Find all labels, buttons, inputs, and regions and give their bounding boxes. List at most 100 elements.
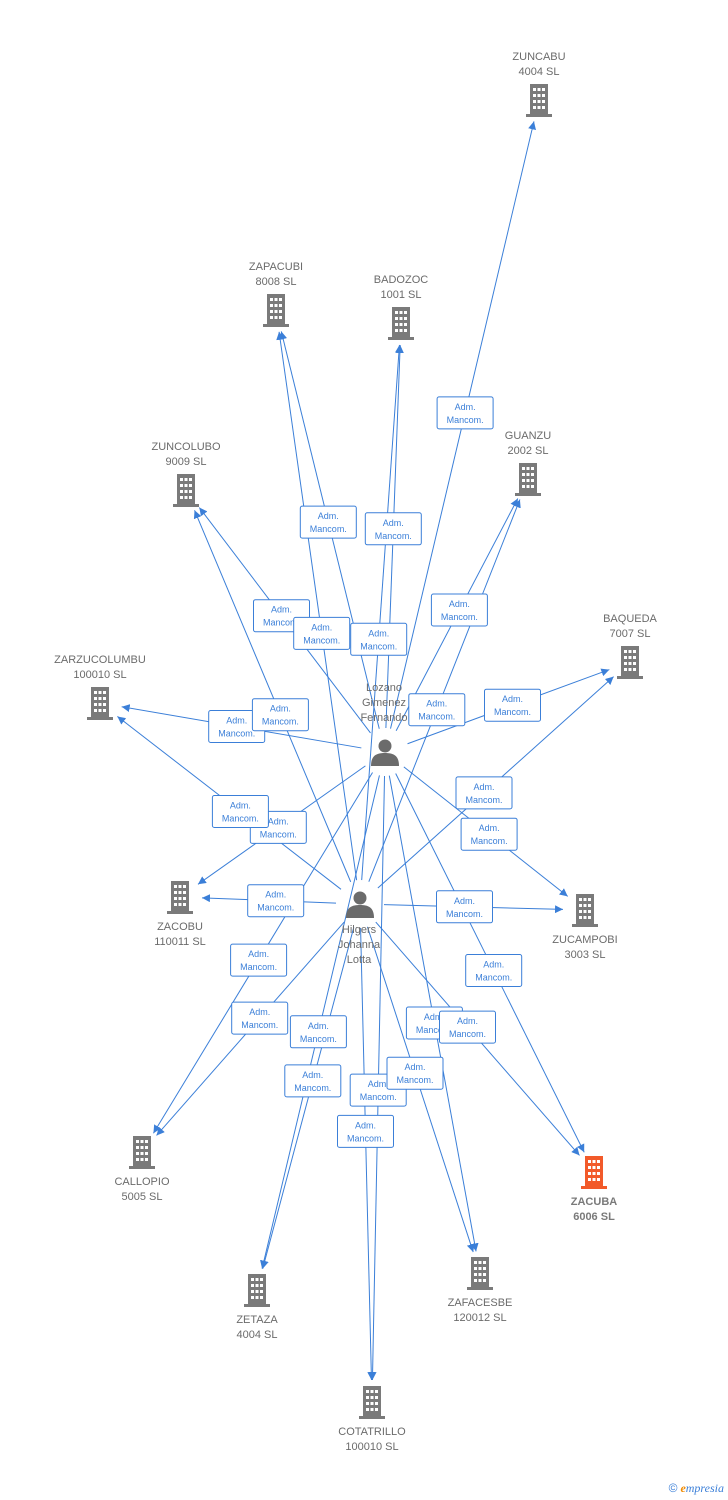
edge-label-hilgers-zuncolubo[interactable]: Adm.Mancom.: [251, 698, 309, 732]
edge-label-hilgers-zucampobi[interactable]: Adm.Mancom.: [436, 890, 493, 924]
edge-label-lozano-zuncabu[interactable]: Adm.Mancom.: [436, 396, 494, 430]
edge-label-line-1: Adm.: [383, 518, 404, 528]
company-label-form: 120012 SL: [453, 1312, 506, 1324]
company-label-name: ZARZUCOLUMBU: [54, 654, 146, 666]
person-label-line-2: Gimenez: [362, 697, 406, 709]
building-icon: [526, 84, 552, 117]
edge-label-hilgers-zarzucolumbu[interactable]: Adm.Mancom.: [211, 795, 269, 828]
edge-label-box: [284, 1064, 342, 1098]
edge-labels-layer: Adm. Mancom. Adm. Mancom. Adm. Mancom. Adm. Man…: [208, 396, 541, 1148]
edge-label-box: [364, 512, 422, 546]
edge-hilgers-to-zuncolubo: [193, 510, 352, 883]
edge-label-line-1: Adm.: [355, 1120, 376, 1130]
edge-label-box: [439, 1010, 496, 1044]
edge-label-line-1: Adm.: [265, 890, 286, 900]
edge-label-line-2: Mancom.: [447, 415, 484, 425]
company-label-name: ZAPACUBI: [249, 261, 303, 273]
edge-label-line-1: Adm.: [311, 622, 332, 632]
edge-label-hilgers-zacobu[interactable]: Adm. Mancom.: [247, 884, 305, 918]
edge-label-hilgers-zafacesbe[interactable]: Adm. Mancom.: [386, 1056, 444, 1090]
edge-label-hilgers-baqueda[interactable]: Adm.Mancom.: [455, 776, 513, 810]
building-icon: [467, 1257, 493, 1290]
edge-label-line-2: Mancom.: [257, 903, 294, 913]
copyright-symbol: ©: [668, 1481, 678, 1495]
building-icon: [173, 474, 199, 507]
company-label-form: 100010 SL: [73, 669, 126, 681]
person-label-line-1: Lozano: [366, 682, 402, 694]
company-label-form: 4004 SL: [519, 66, 560, 78]
company-label-form: 7007 SL: [610, 628, 651, 640]
building-icon: [167, 881, 193, 914]
edge-label-hilgers-zetaza[interactable]: Adm.Mancom.: [284, 1064, 342, 1098]
edge-label-line-2: Mancom.: [222, 814, 259, 824]
edge-label-box: [289, 1015, 347, 1049]
edge-label-lozano-callopio[interactable]: Adm.Mancom.: [230, 943, 288, 977]
edge-label-hilgers-cotatrillo[interactable]: Adm.Mancom.: [337, 1114, 394, 1148]
edge-label-line-2: Mancom.: [396, 1075, 433, 1085]
edges-layer: [117, 121, 614, 1381]
edge-label-line-2: Mancom.: [300, 1034, 337, 1044]
edge-label-line-1: Adm.: [318, 511, 339, 521]
edge-label-box: [337, 1114, 394, 1148]
edge-label-lozano-badozoc[interactable]: Adm.Mancom.: [364, 512, 422, 546]
footer-brand[interactable]: ©empresia: [669, 1481, 724, 1496]
edge-label-box: [230, 943, 288, 977]
edge-label-hilgers-guanzu[interactable]: Adm.Mancom.: [408, 693, 466, 727]
building-icon: [87, 687, 113, 720]
edge-label-lozano-guanzu[interactable]: Adm.Mancom.: [430, 593, 488, 627]
building-icon: [617, 646, 643, 679]
edge-label-box: [455, 776, 513, 810]
edge-label-line-2: Mancom.: [262, 717, 299, 727]
edge-label-lozano-zacuba[interactable]: Adm. Mancom.: [465, 954, 523, 987]
edge-label-lozano-zucampobi[interactable]: Adm.Mancom.: [460, 817, 518, 851]
person-icon: [346, 891, 374, 918]
edge-label-line-1: Adm.: [404, 1062, 425, 1072]
edge-label-line-1: Adm.: [457, 1016, 478, 1026]
building-icon: [359, 1386, 385, 1419]
edge-label-lozano-zetaza[interactable]: Adm.Mancom.: [289, 1015, 347, 1049]
edge-label-box: [251, 698, 309, 732]
company-label-name: ZACOBU: [157, 921, 203, 933]
company-zarzucolumbu[interactable]: ZARZUCOLUMBU 100010 SL: [54, 654, 146, 720]
edge-label-hilgers-callopio[interactable]: Adm.Mancom.: [231, 1001, 289, 1035]
company-label-name: ZACUBA: [571, 1196, 617, 1208]
edge-label-box: [211, 795, 269, 828]
company-label-name: BAQUEDA: [603, 613, 657, 625]
edge-label-line-2: Mancom.: [294, 1083, 331, 1093]
company-baqueda[interactable]: BAQUEDA 7007 SL: [603, 613, 658, 679]
edge-label-line-1: Adm.: [424, 1012, 445, 1022]
edge-label-lozano-zapacubi[interactable]: Adm.Mancom.: [299, 505, 357, 539]
edge-label-line-1: Adm.: [449, 599, 470, 609]
company-label-form: 3003 SL: [565, 949, 606, 961]
edge-label-line-2: Mancom.: [475, 973, 512, 983]
edge-hilgers-to-badozoc: [361, 344, 403, 881]
company-label-name: GUANZU: [505, 430, 552, 442]
edge-label-hilgers-zacuba[interactable]: Adm.Mancom.: [439, 1010, 496, 1044]
edge-label-line-2: Mancom.: [446, 909, 483, 919]
edge-label-hilgers-badozoc[interactable]: Adm.Mancom.: [350, 622, 408, 656]
edge-label-lozano-baqueda[interactable]: Adm.Mancom.: [484, 688, 541, 722]
person-label-line-3: Fernando: [360, 712, 407, 724]
edge-label-line-2: Mancom.: [360, 641, 397, 651]
building-icon: [129, 1136, 155, 1169]
building-icon: [263, 294, 289, 327]
edge-label-box: [350, 622, 408, 656]
person-label-line-1: Hilgers: [342, 924, 377, 936]
edge-label-line-1: Adm.: [483, 960, 504, 970]
edge-label-hilgers-zapacubi[interactable]: Adm.Mancom.: [293, 616, 351, 650]
